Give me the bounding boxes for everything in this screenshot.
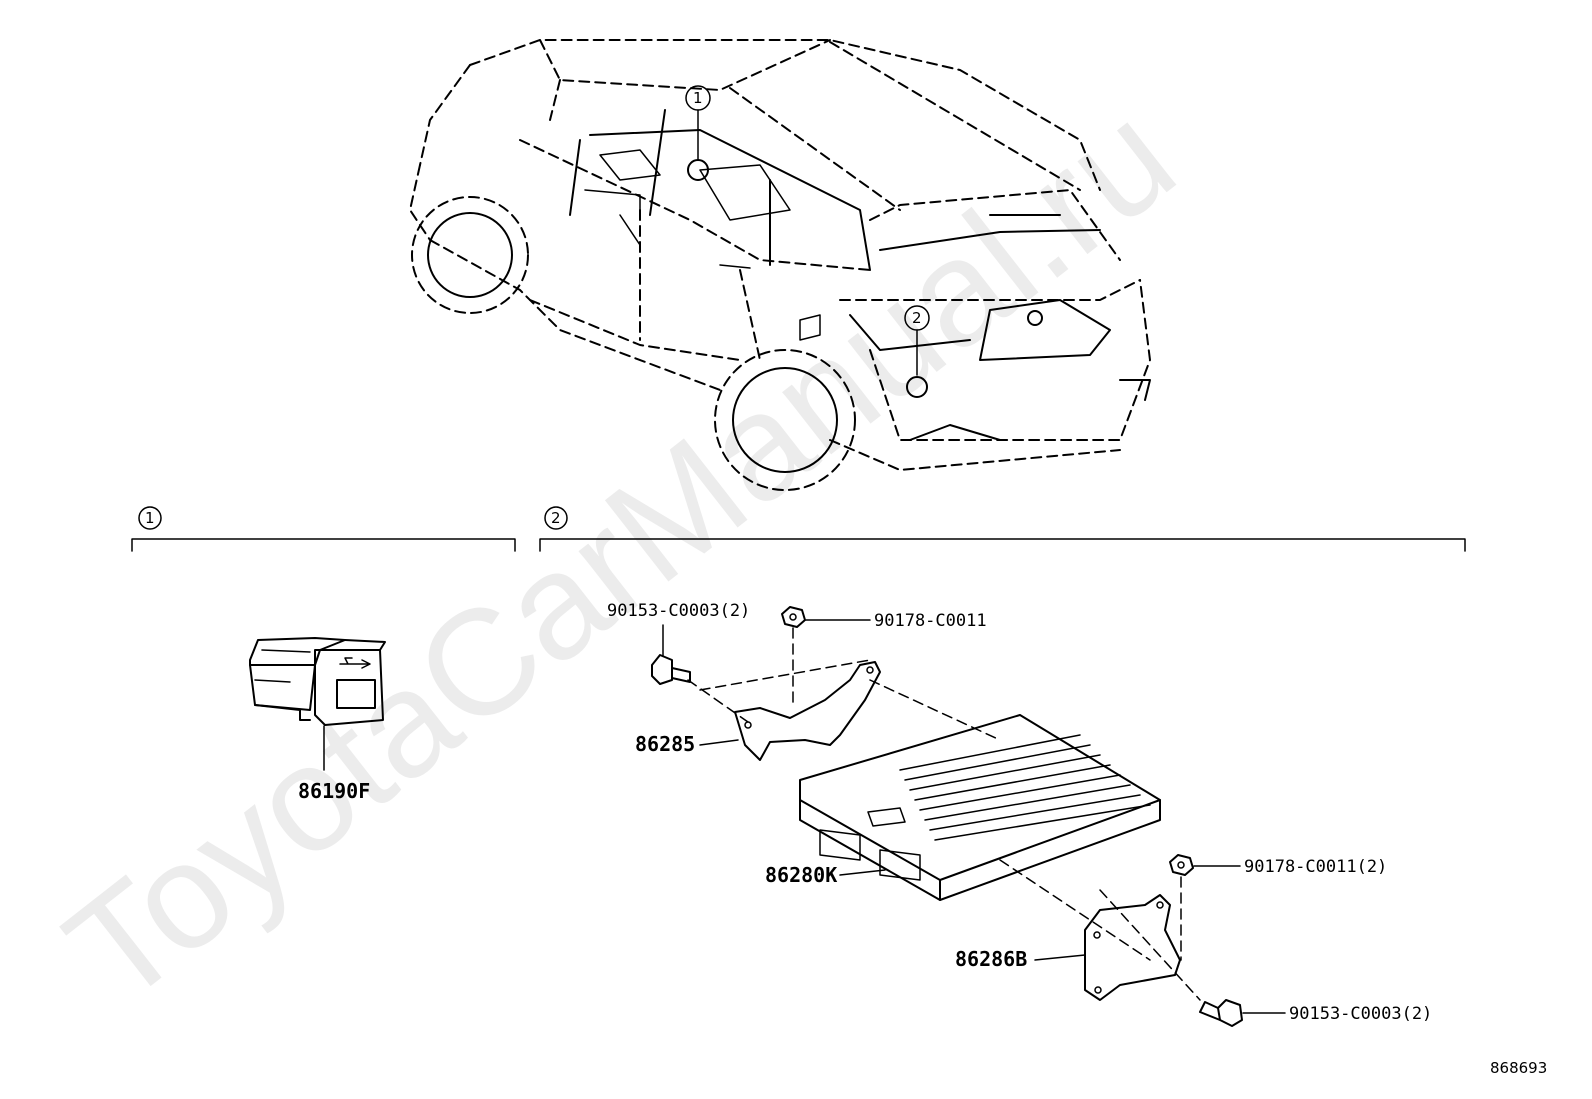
part-86285-label[interactable]: 86285 [635, 732, 695, 756]
section-1-header: 1 [131, 506, 516, 552]
usb-port-drawing[interactable] [249, 637, 386, 726]
upper-bracket-drawing[interactable] [734, 661, 881, 761]
diagram-reference: 868693 [1490, 1059, 1547, 1077]
front-wheel [411, 196, 529, 314]
upper-bolt-drawing[interactable] [651, 654, 691, 685]
callout-1-label: 1 [693, 89, 703, 107]
lower-nut-drawing[interactable] [1169, 854, 1194, 876]
part-90153-C0003-lower-label[interactable]: 90153-C0003(2) [1289, 1004, 1432, 1024]
section-2-number: 2 [551, 509, 561, 527]
module-drawing[interactable] [799, 714, 1161, 901]
section-2-header: 2 [539, 506, 1466, 552]
callout-2-label: 2 [912, 309, 922, 327]
part-90153-C0003-upper-label[interactable]: 90153-C0003(2) [607, 601, 750, 621]
section-1-number: 1 [145, 509, 155, 527]
callout-2[interactable]: 2 [904, 305, 930, 398]
callout-2-marker [906, 376, 928, 398]
part-90178-C0011-2-label[interactable]: 90178-C0011(2) [1244, 857, 1387, 877]
lower-bracket-drawing[interactable] [1084, 894, 1181, 1001]
part-86286B-label[interactable]: 86286B [955, 947, 1027, 971]
vehicle-illustration [409, 39, 1151, 491]
lower-bolt-drawing[interactable] [1199, 999, 1243, 1027]
rear-wheel [714, 349, 856, 491]
upper-nut-drawing[interactable] [781, 606, 806, 628]
part-86190F-label[interactable]: 86190F [298, 779, 370, 803]
part-86280K-label[interactable]: 86280K [765, 863, 837, 887]
callout-1[interactable]: 1 [685, 85, 711, 181]
part-90178-C0011-label[interactable]: 90178-C0011 [874, 611, 987, 631]
callout-1-marker [687, 159, 709, 181]
